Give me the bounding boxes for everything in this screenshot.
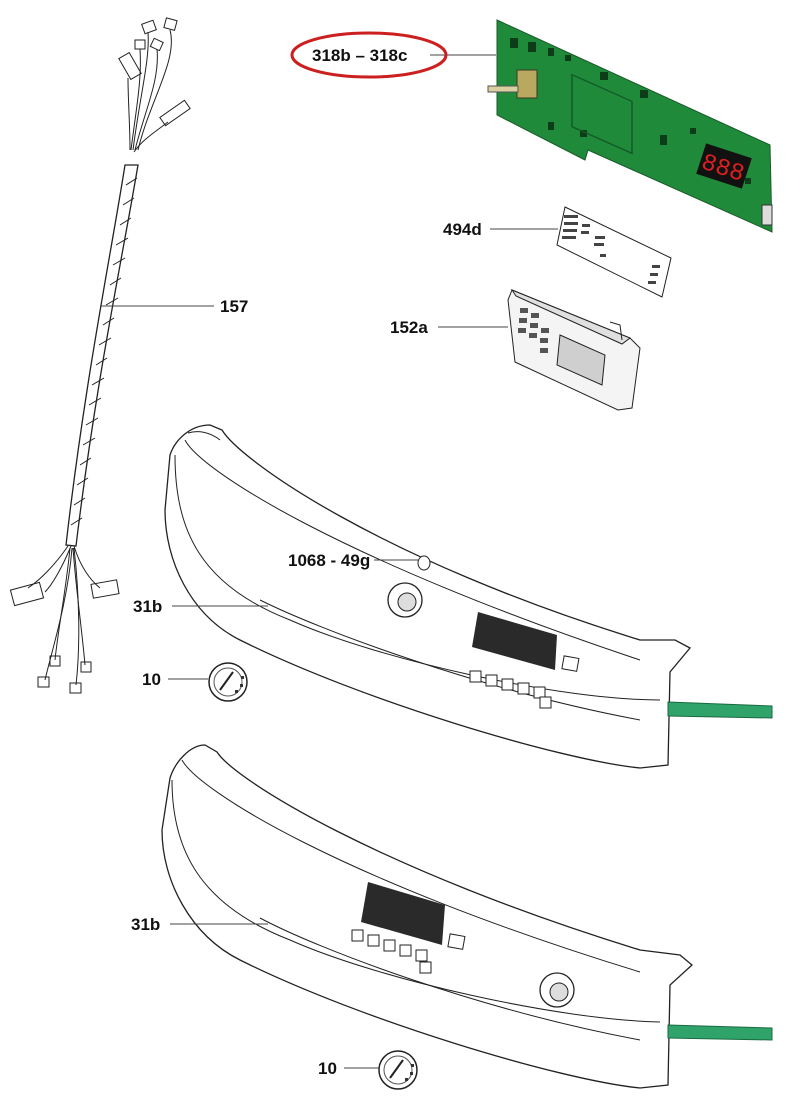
control-board-318: 888	[487, 19, 773, 233]
knob-10-bottom	[378, 1050, 418, 1090]
knob-icon	[387, 582, 423, 618]
display-frame-152a	[507, 288, 641, 411]
control-panel-31b-top	[164, 424, 773, 769]
label-31b-bottom: 31b	[131, 915, 160, 934]
label-494d: 494d	[443, 220, 482, 239]
control-panel-31b-bottom	[161, 744, 773, 1089]
leader-lines	[100, 54, 558, 1069]
label-157: 157	[220, 297, 248, 316]
label-152a: 152a	[390, 318, 428, 337]
knob-10-top	[208, 662, 248, 702]
button-membrane-494d	[556, 206, 672, 298]
label-1068-49g: 1068 - 49g	[288, 551, 370, 570]
led-display-digits-icon: 888	[696, 143, 752, 189]
label-10-bottom: 10	[318, 1059, 337, 1078]
highlight-ellipse	[290, 31, 448, 79]
knob-icon	[539, 972, 575, 1008]
wire-harness-157	[9, 17, 191, 694]
label-318b-318c: 318b – 318c	[312, 46, 407, 65]
label-31b-top: 31b	[133, 597, 162, 616]
label-10-top: 10	[142, 670, 161, 689]
